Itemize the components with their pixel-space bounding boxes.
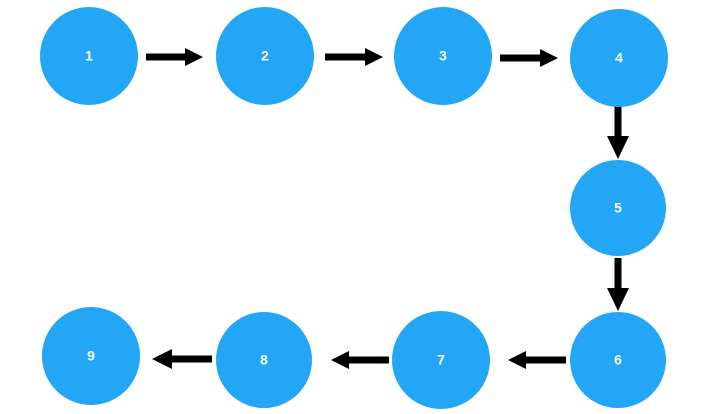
node-label: 4 — [615, 50, 623, 66]
flowchart-node[interactable]: 1 — [40, 7, 138, 105]
node-label: 9 — [87, 348, 95, 364]
flowchart-node[interactable]: 7 — [392, 311, 490, 409]
edges-layer — [146, 48, 629, 369]
edge-arrow — [152, 349, 212, 369]
node-circle[interactable] — [394, 7, 492, 105]
flowchart-node[interactable]: 8 — [216, 312, 312, 408]
arrowhead-icon — [185, 48, 203, 66]
edge-arrow — [607, 106, 629, 159]
edge-arrow — [508, 351, 566, 369]
node-circle[interactable] — [216, 7, 314, 105]
flowchart-node[interactable]: 5 — [570, 160, 666, 256]
node-circle[interactable] — [570, 9, 668, 107]
flowchart-node[interactable]: 9 — [42, 307, 140, 405]
node-label: 3 — [439, 48, 447, 64]
node-label: 1 — [85, 48, 93, 64]
arrowhead-icon — [152, 349, 172, 369]
edge-arrow — [325, 48, 383, 66]
flowchart-node[interactable]: 3 — [394, 7, 492, 105]
node-circle[interactable] — [40, 7, 138, 105]
arrowhead-icon — [365, 48, 383, 66]
arrowhead-icon — [607, 136, 629, 159]
node-label: 7 — [437, 352, 445, 368]
flowchart-node[interactable]: 6 — [570, 312, 666, 408]
flowchart-node[interactable]: 4 — [570, 9, 668, 107]
node-label: 5 — [614, 200, 622, 216]
nodes-layer: 1 2 3 4 5 6 7 8 9 — [40, 7, 668, 409]
flowchart-node[interactable]: 2 — [216, 7, 314, 105]
edge-arrow — [146, 48, 203, 66]
arrowhead-icon — [331, 351, 349, 369]
edge-arrow — [331, 351, 389, 369]
node-circle[interactable] — [392, 311, 490, 409]
node-circle[interactable] — [570, 312, 666, 408]
node-label: 6 — [614, 352, 622, 368]
arrowhead-icon — [607, 288, 629, 311]
edge-arrow — [500, 49, 558, 67]
node-circle[interactable] — [216, 312, 312, 408]
arrowhead-icon — [508, 351, 526, 369]
node-label: 2 — [261, 48, 269, 64]
node-circle[interactable] — [570, 160, 666, 256]
edge-arrow — [607, 258, 629, 311]
node-label: 8 — [260, 352, 268, 368]
arrowhead-icon — [540, 49, 558, 67]
node-circle[interactable] — [42, 307, 140, 405]
